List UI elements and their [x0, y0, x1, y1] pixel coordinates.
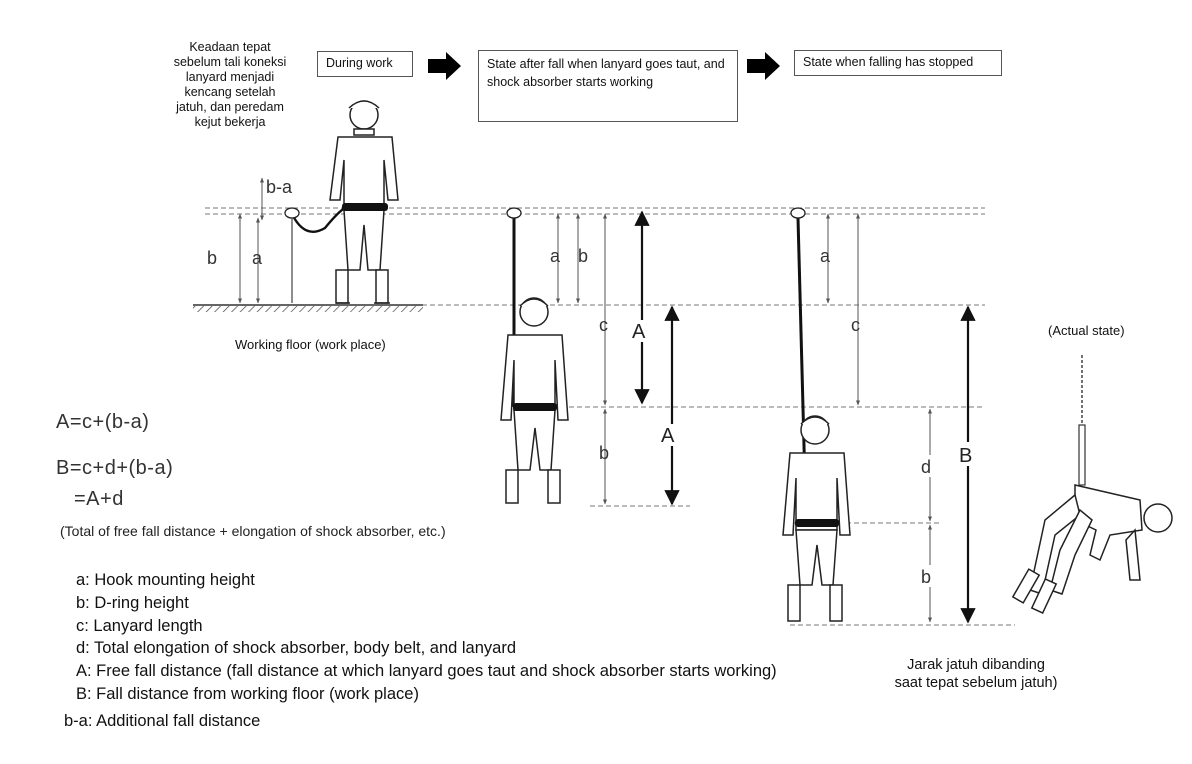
label-B: B — [959, 445, 972, 467]
stage-after-fall: State after fall when lanyard goes taut,… — [478, 50, 738, 122]
label-d: d — [921, 457, 931, 477]
formula-B: B=c+d+(b-a) — [56, 457, 174, 479]
label-b: b — [599, 443, 609, 463]
body-belt — [795, 519, 839, 527]
label-a: a — [550, 246, 561, 266]
legend-item: c: Lanyard length — [76, 616, 203, 635]
hook-icon — [284, 207, 300, 219]
label-A: A — [632, 321, 646, 343]
lanyard-slack — [290, 205, 347, 233]
label-c: c — [851, 315, 860, 335]
stage-fall-stopped: State when falling has stopped — [794, 50, 1002, 76]
body-belt — [513, 403, 557, 411]
legend-item: A: Free fall distance (fall distance at … — [76, 662, 777, 681]
legend-item: a: Hook mounting height — [76, 571, 255, 589]
worker-standing — [329, 100, 399, 304]
working-floor-label: Working floor (work place) — [235, 337, 386, 352]
worker-suspended — [1011, 355, 1173, 615]
legend-item: b: D-ring height — [76, 593, 189, 612]
label-c: c — [599, 315, 608, 335]
worker-falling — [500, 297, 569, 504]
stage-arrow-icon — [747, 52, 780, 80]
legend-item: B: Fall distance from working floor (wor… — [76, 684, 419, 703]
working-floor — [193, 304, 423, 312]
total-note: (Total of free fall distance + elongatio… — [60, 523, 446, 539]
label-a: a — [820, 246, 831, 266]
label-a: a — [252, 248, 263, 268]
jarak-note: Jarak jatuh dibanding saat tepat sebelum… — [894, 657, 1058, 691]
worker-stopped — [782, 415, 851, 622]
hook-icon — [790, 207, 806, 219]
legend-item: d: Total elongation of shock absorber, b… — [76, 639, 516, 658]
label-A: A — [661, 425, 675, 447]
legend: a: Hook mounting height b: D-ring height… — [76, 569, 777, 706]
label-b-minus-a: b-a — [266, 177, 293, 197]
actual-state-label: (Actual state) — [1048, 323, 1125, 338]
label-b: b — [207, 248, 217, 268]
label-b: b — [578, 246, 588, 266]
additional-fall-note: b-a: Additional fall distance — [64, 712, 261, 730]
body-belt — [342, 203, 388, 211]
label-b: b — [921, 567, 931, 587]
hook-icon — [506, 207, 522, 219]
reference-lines — [205, 207, 1015, 626]
formula-B-alt: =A+d — [74, 488, 124, 510]
stage-arrow-icon — [428, 52, 461, 80]
indonesian-note: Keadaan tepat sebelum tali koneksi lanya… — [173, 40, 287, 129]
stage-during-work: During work — [317, 51, 413, 77]
formula-A: A=c+(b-a) — [56, 411, 150, 433]
